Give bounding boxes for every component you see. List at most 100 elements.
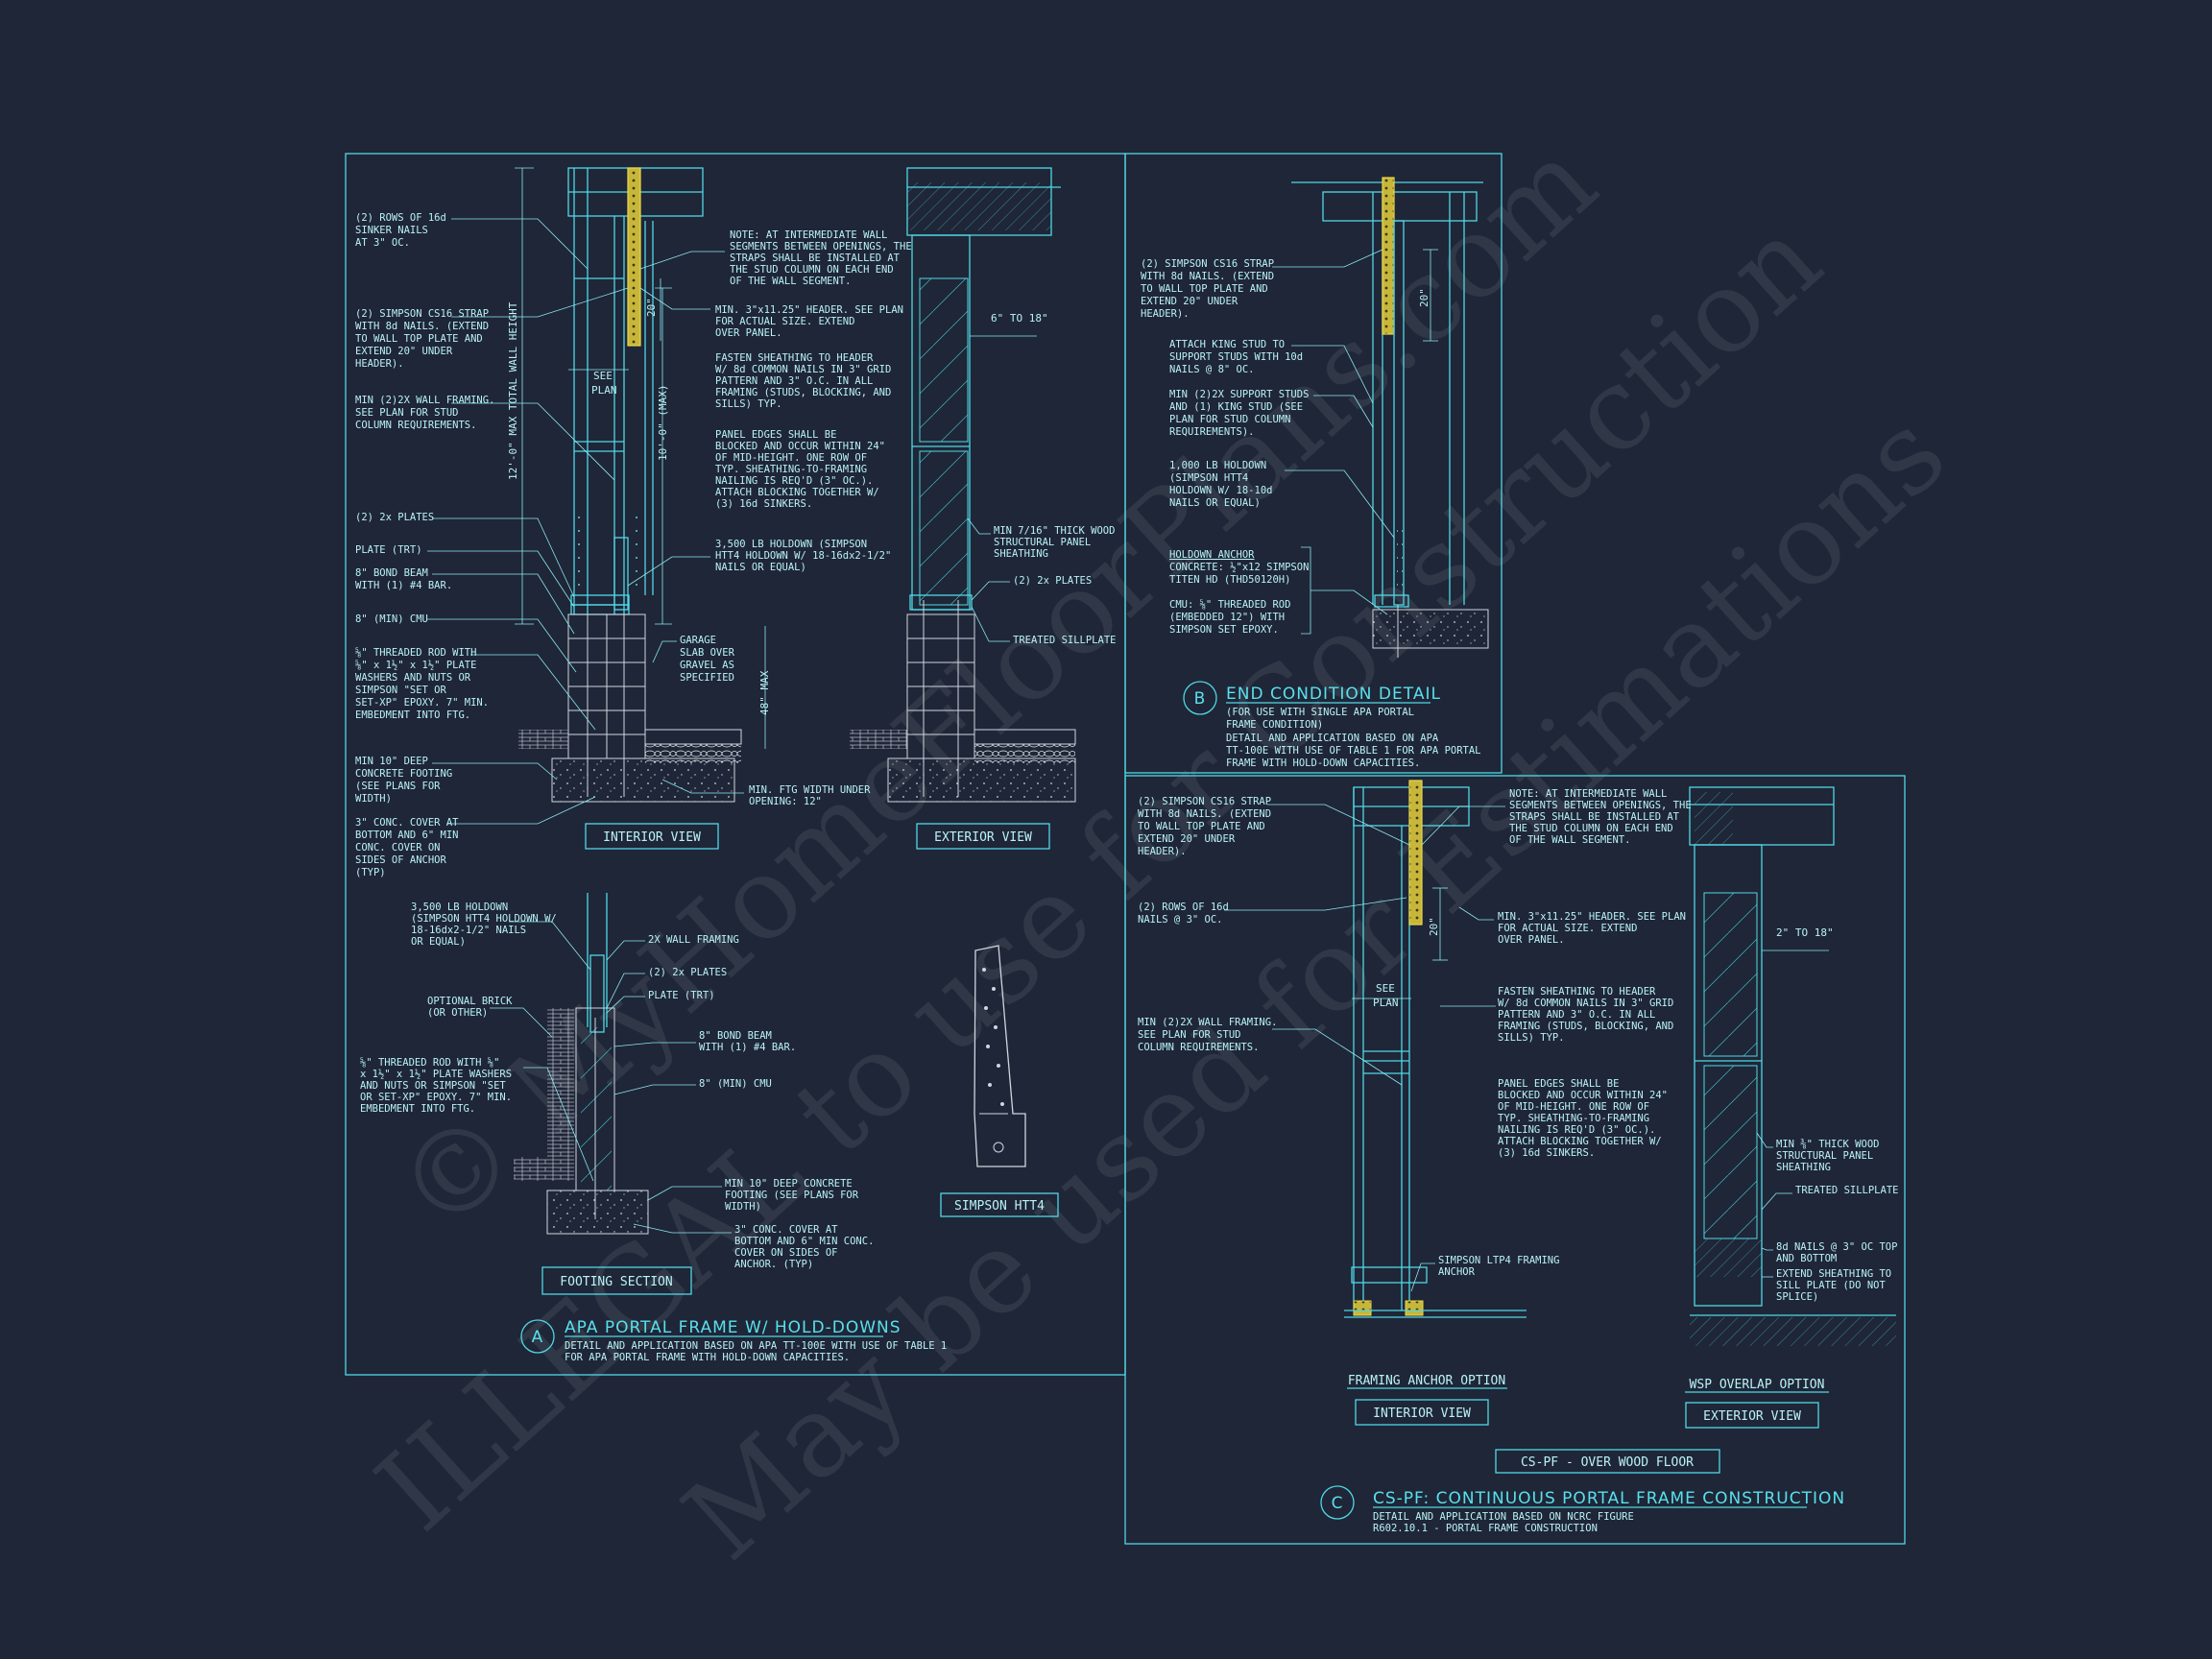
note: HEADER). xyxy=(1141,308,1190,320)
note: (2) ROWS OF 16d xyxy=(1138,902,1229,913)
note: AND NUTS OR SIMPSON "SET xyxy=(360,1080,506,1092)
note: WIDTH) xyxy=(355,793,392,805)
note: SIMPSON SET EPOXY. xyxy=(1169,624,1279,636)
note: PLATE (TRT) xyxy=(648,990,715,1001)
note: 3,500 LB HOLDOWN (SIMPSON xyxy=(715,539,867,550)
note: MIN (2)2X WALL FRAMING. xyxy=(355,395,494,406)
note: 3,500 LB HOLDOWN xyxy=(411,902,508,913)
note: (3) 16d SINKERS. xyxy=(715,498,812,510)
note: OF THE WALL SEGMENT. xyxy=(730,276,851,287)
note: NOTE: AT INTERMEDIATE WALL xyxy=(730,229,887,241)
panel-b-drawing xyxy=(1291,177,1489,658)
panel-a-exterior-view xyxy=(850,167,1076,803)
watermark-line: May be used for Estimations xyxy=(659,386,1969,1585)
note: HTT4 HOLDOWN W/ 18-16dx2-1/2" xyxy=(715,550,891,562)
wsp-overlap-option-label: WSP OVERLAP OPTION xyxy=(1690,1378,1825,1392)
panel-b-subtitle: FRAME WITH HOLD-DOWN CAPACITIES. xyxy=(1226,757,1420,769)
note: 8d NAILS @ 3" OC TOP xyxy=(1776,1241,1897,1253)
note: GARAGE xyxy=(680,635,716,646)
panel-c-title: CS-PF: CONTINUOUS PORTAL FRAME CONSTRUCT… xyxy=(1373,1489,1845,1508)
note: ANCHOR xyxy=(1438,1266,1476,1278)
note: 8" (MIN) CMU xyxy=(355,613,428,625)
note: ANCHOR. (TYP) xyxy=(734,1259,813,1270)
note: W/ 8d COMMON NAILS IN 3" GRID xyxy=(1498,998,1673,1009)
detail-marker-c-text: C xyxy=(1332,1494,1344,1513)
note: 8" (MIN) CMU xyxy=(699,1078,772,1090)
note: EMBEDMENT INTO FTG. xyxy=(355,709,470,721)
exterior-view-text: EXTERIOR VIEW xyxy=(934,830,1032,845)
panel-c-notes-right: MIN ⅜" THICK WOOD STRUCTURAL PANEL SHEAT… xyxy=(1776,1139,1898,1303)
exterior-view-label: EXTERIOR VIEW xyxy=(916,823,1050,850)
panel-a-notes: (2) ROWS OF 16d SINKER NAILS AT 3" OC. (… xyxy=(355,212,494,878)
detail-marker-a-text: A xyxy=(532,1328,544,1347)
simpson-htt4-text: SIMPSON HTT4 xyxy=(954,1199,1045,1214)
note: (2) 2x PLATES xyxy=(355,512,434,523)
panel-a-interior-view xyxy=(515,167,766,803)
note: WIDTH) xyxy=(725,1201,761,1213)
note: OF MID-HEIGHT. ONE ROW OF xyxy=(715,452,867,464)
note: SHEATHING xyxy=(994,548,1048,560)
note: WITH 8d NAILS. (EXTEND xyxy=(1138,808,1271,820)
note: FRAMING (STUDS, BLOCKING, AND xyxy=(715,387,891,398)
note: MIN (2)2X WALL FRAMING. xyxy=(1138,1017,1277,1028)
note: EXTEND 20" UNDER xyxy=(1138,833,1236,845)
dim-20in: 20" xyxy=(645,298,658,317)
note: EXTEND 20" UNDER xyxy=(1141,296,1238,307)
interior-view-label: INTERIOR VIEW xyxy=(585,823,719,850)
note: (OR OTHER) xyxy=(427,1007,488,1019)
note: TYP. SHEATHING-TO-FRAMING xyxy=(715,464,867,475)
note: SEGMENTS BETWEEN OPENINGS, THE xyxy=(730,241,912,252)
note: OR SET-XP" EPOXY. 7" MIN. xyxy=(360,1092,512,1103)
note: GRAVEL AS xyxy=(680,660,734,671)
panel-b-subtitle: FRAME CONDITION) xyxy=(1226,719,1323,731)
note: WASHERS AND NUTS OR xyxy=(355,672,471,684)
note: TYP. SHEATHING-TO-FRAMING xyxy=(1498,1113,1649,1124)
note: (2) SIMPSON CS16 STRAP xyxy=(355,308,489,320)
note: SUPPORT STUDS WITH 10d xyxy=(1169,351,1303,363)
note: W/ 8d COMMON NAILS IN 3" GRID xyxy=(715,364,891,375)
note: 3" CONC. COVER AT xyxy=(355,817,459,829)
note: SILLS) TYP. xyxy=(1498,1032,1565,1044)
panel-b-title-block: B END CONDITION DETAIL (FOR USE WITH SIN… xyxy=(1183,681,1481,769)
note: ATTACH BLOCKING TOGETHER W/ xyxy=(715,487,879,498)
detail-marker-c xyxy=(1320,1485,1355,1520)
panel-a-leaders-exterior xyxy=(967,517,1010,642)
note: CMU: ⅝" THREADED ROD xyxy=(1169,599,1290,611)
note: MIN. FTG WIDTH UNDER xyxy=(749,784,871,796)
footing-section-text: FOOTING SECTION xyxy=(560,1275,672,1289)
panel-a-leaders-middle xyxy=(627,251,744,794)
footing-notes: 3,500 LB HOLDOWN (SIMPSON HTT4 HOLDOWN W… xyxy=(360,902,874,1270)
note: WITH 8d NAILS. (EXTEND xyxy=(355,321,489,332)
note: (2) 2x PLATES xyxy=(1013,575,1092,587)
note: SEGMENTS BETWEEN OPENINGS, THE xyxy=(1509,800,1692,811)
note: FRAMING (STUDS, BLOCKING, AND xyxy=(1498,1021,1673,1032)
panel-a-title-block: A APA PORTAL FRAME W/ HOLD-DOWNS DETAIL … xyxy=(520,1318,947,1363)
note: PLATE (TRT) xyxy=(355,544,422,556)
note: 2X WALL FRAMING xyxy=(648,934,739,946)
note: (2) ROWS OF 16d xyxy=(355,212,446,224)
note: TREATED SILLPLATE xyxy=(1795,1185,1898,1196)
note: FOR ACTUAL SIZE. EXTEND xyxy=(1498,923,1637,934)
note: BLOCKED AND OCCUR WITHIN 24" xyxy=(1498,1090,1668,1101)
note: PLAN FOR STUD COLUMN xyxy=(1169,414,1290,425)
note: FOR ACTUAL SIZE. EXTEND xyxy=(715,316,854,327)
note: (2) SIMPSON CS16 STRAP xyxy=(1141,258,1274,270)
note: BOTTOM AND 6" MIN CONC. xyxy=(734,1236,874,1247)
simpson-htt4-label: SIMPSON HTT4 xyxy=(940,1192,1059,1217)
note: (TYP) xyxy=(355,867,386,878)
note: EMBEDMENT INTO FTG. xyxy=(360,1103,475,1115)
note: AND BOTTOM xyxy=(1776,1253,1837,1264)
panel-c-leaders-right xyxy=(1756,1132,1792,1278)
panel-c-title-block: C CS-PF: CONTINUOUS PORTAL FRAME CONSTRU… xyxy=(1320,1485,1845,1534)
note: COLUMN REQUIREMENTS. xyxy=(1138,1042,1259,1053)
note: STRAPS SHALL BE INSTALLED AT xyxy=(1509,811,1680,823)
detail-marker-b-text: B xyxy=(1194,689,1207,709)
panel-a-subtitle: DETAIL AND APPLICATION BASED ON APA TT-1… xyxy=(565,1340,947,1352)
panel-a-notes-middle: NOTE: AT INTERMEDIATE WALL SEGMENTS BETW… xyxy=(680,229,912,807)
note: SEE PLAN FOR STUD xyxy=(1138,1029,1240,1041)
note: NAILING IS REQ'D (3" OC.). xyxy=(715,475,873,487)
dim-6-to-18: 6" TO 18" xyxy=(991,312,1048,325)
note: EXTEND SHEATHING TO xyxy=(1776,1268,1891,1280)
panel-c-subtitle: DETAIL AND APPLICATION BASED ON NCRC FIG… xyxy=(1373,1511,1634,1523)
note: CONC. COVER ON xyxy=(355,842,441,854)
